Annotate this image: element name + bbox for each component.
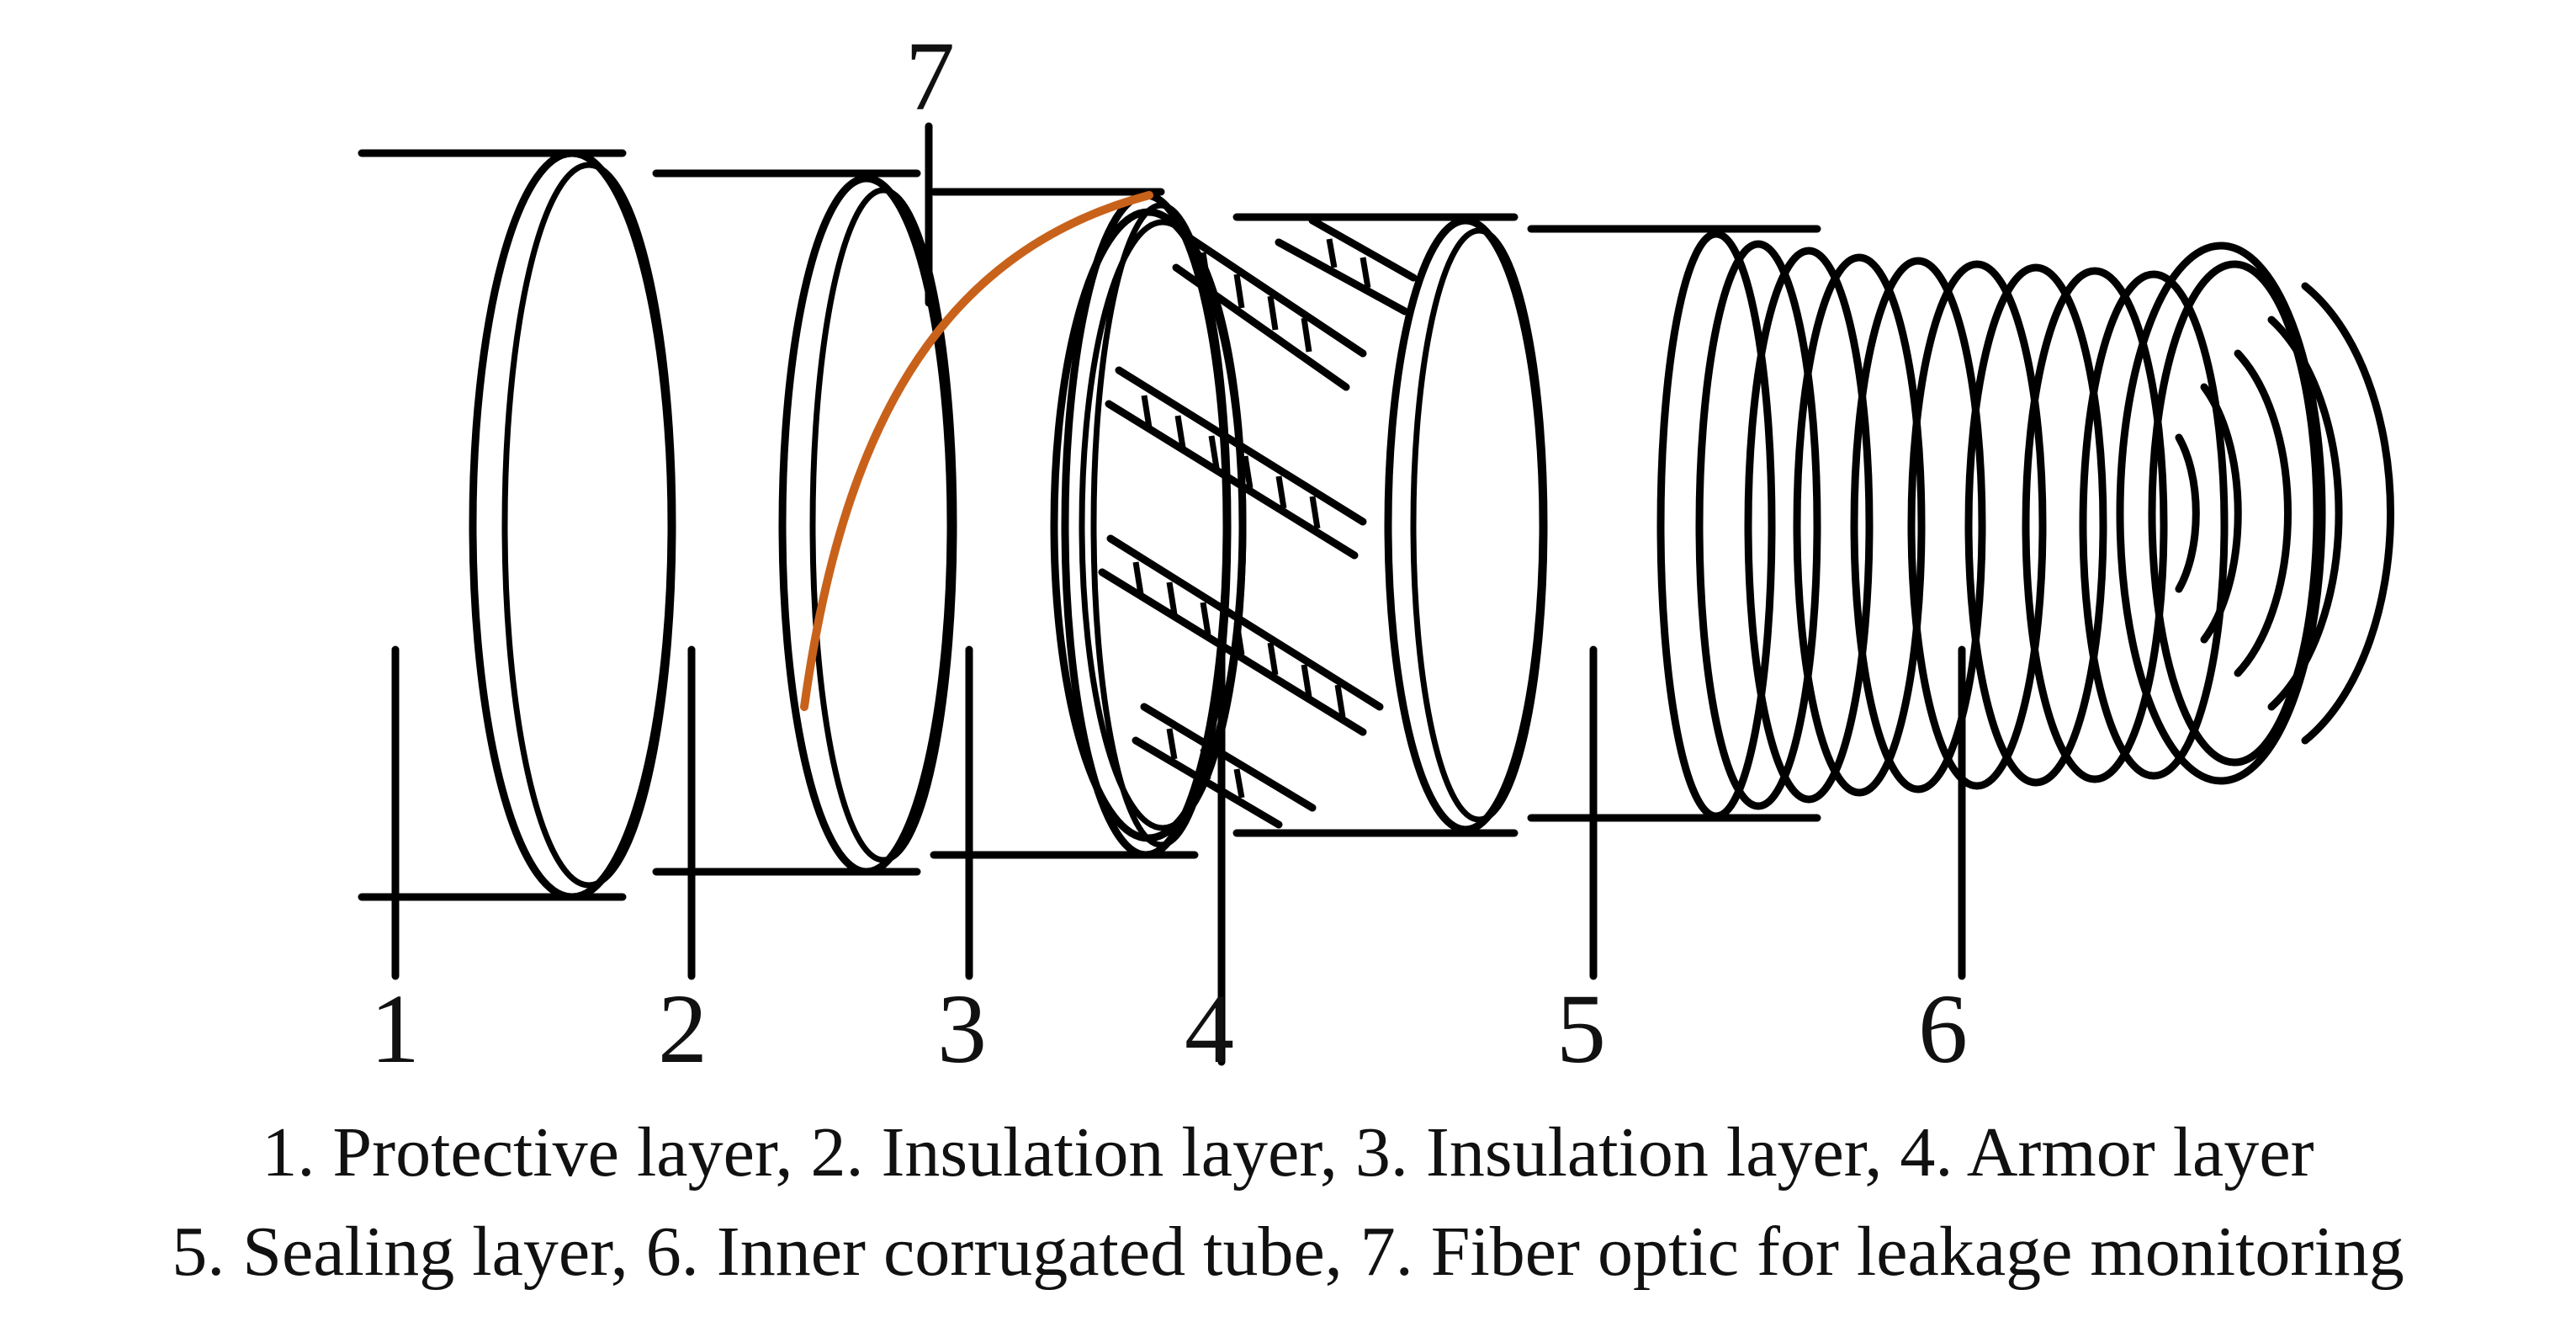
caption-line-2: 5. Sealing layer, 6. Inner corrugated tu… [172,1213,2404,1291]
armor-tape-1 [1172,231,1367,391]
armor-layer [1050,208,1548,842]
inner-corrugated-tube [1656,230,2394,820]
label-5: 5 [1556,974,1606,1084]
label-3: 3 [937,974,987,1084]
label-6: 6 [1918,974,1968,1084]
sealing-layer [1527,225,1821,822]
label-1: 1 [370,974,420,1084]
caption-line-1: 1. Protective layer, 2. Insulation layer… [262,1113,2314,1192]
leader-lines [391,122,1966,1066]
label-7: 7 [905,21,955,131]
insulation-layer-inner [930,188,1232,859]
insulation-layer-outer [652,169,957,876]
armor-tape-5 [1275,216,1418,316]
label-4: 4 [1185,974,1234,1084]
fiber-optic-line [800,191,1153,711]
protective-layer [358,149,676,901]
label-2: 2 [658,974,708,1084]
